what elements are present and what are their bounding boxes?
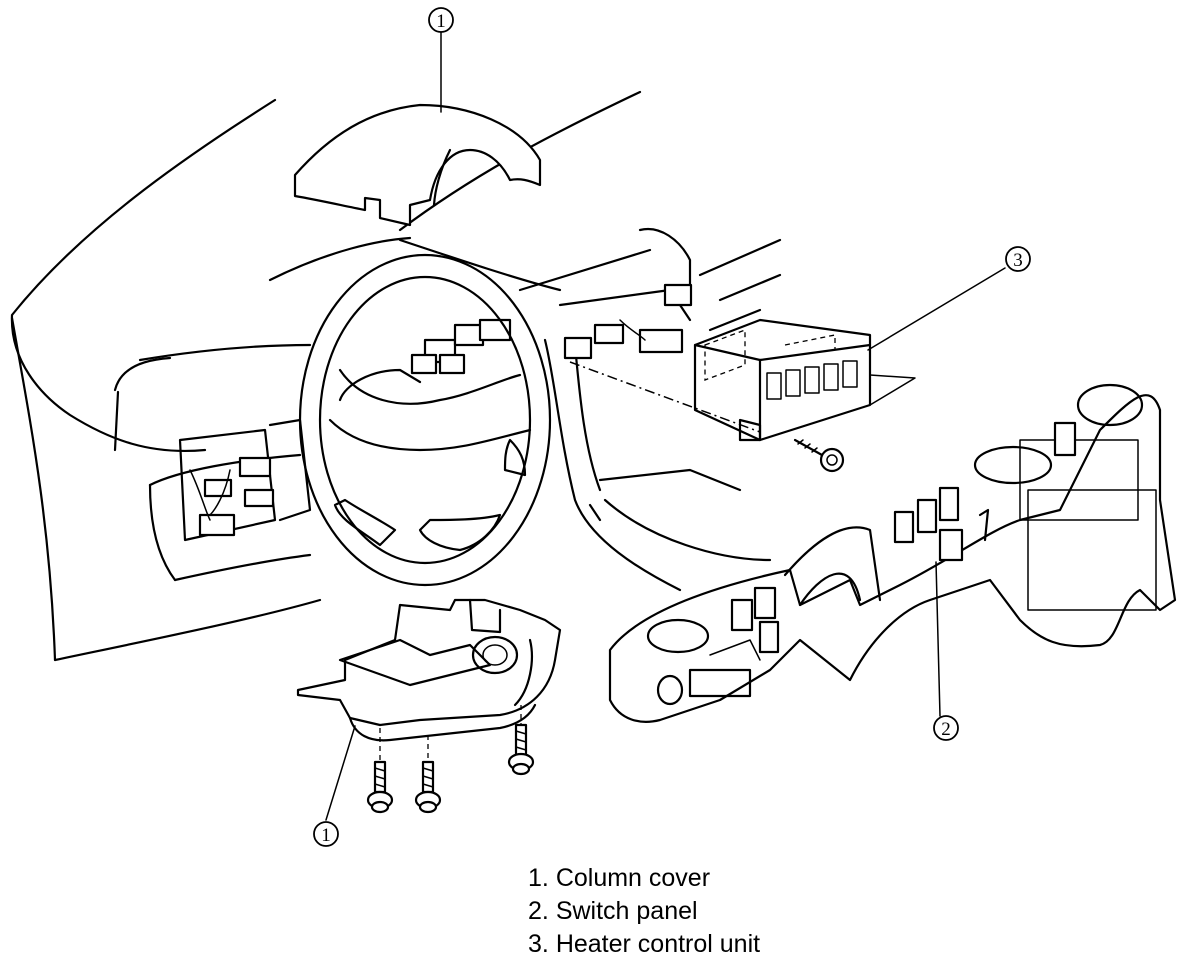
legend-text: Heater control unit <box>555 930 761 958</box>
svg-text:2: 2 <box>941 719 951 740</box>
heater-unit-screw <box>793 438 845 473</box>
screw-3 <box>507 705 535 776</box>
callout-2: 2 <box>933 715 959 741</box>
leader-lines <box>325 31 1006 821</box>
screw-2 <box>414 735 442 814</box>
upper-column-cover <box>293 103 542 227</box>
heater-control-unit <box>693 318 916 442</box>
wiring-connectors-left <box>189 318 512 537</box>
lower-column-cover <box>296 598 562 742</box>
wiring-connectors-center <box>563 283 693 360</box>
switch-panel <box>608 383 1177 723</box>
legend-number: 3. <box>528 930 549 958</box>
steering-wheel <box>298 253 552 587</box>
screw-1 <box>366 728 394 814</box>
legend-item: 1. Column cover <box>528 862 760 895</box>
svg-text:1: 1 <box>436 11 446 32</box>
legend-item: 3. Heater control unit <box>528 928 760 961</box>
callout-1-top: 1 <box>428 7 454 33</box>
legend-number: 1. <box>528 864 549 892</box>
heater-unit-alignment-line <box>569 361 761 433</box>
legend-item: 2. Switch panel <box>528 895 760 928</box>
callout-1-bottom: 1 <box>313 821 339 847</box>
svg-text:1: 1 <box>321 825 331 846</box>
callout-3: 3 <box>1005 246 1031 272</box>
column-cover-screws <box>366 705 535 814</box>
legend-text: Column cover <box>555 864 711 892</box>
svg-text:3: 3 <box>1013 250 1023 271</box>
parts-legend: 1. Column cover 2. Switch panel 3. Heate… <box>528 862 760 961</box>
legend-number: 2. <box>528 897 549 925</box>
legend-text: Switch panel <box>555 897 698 925</box>
